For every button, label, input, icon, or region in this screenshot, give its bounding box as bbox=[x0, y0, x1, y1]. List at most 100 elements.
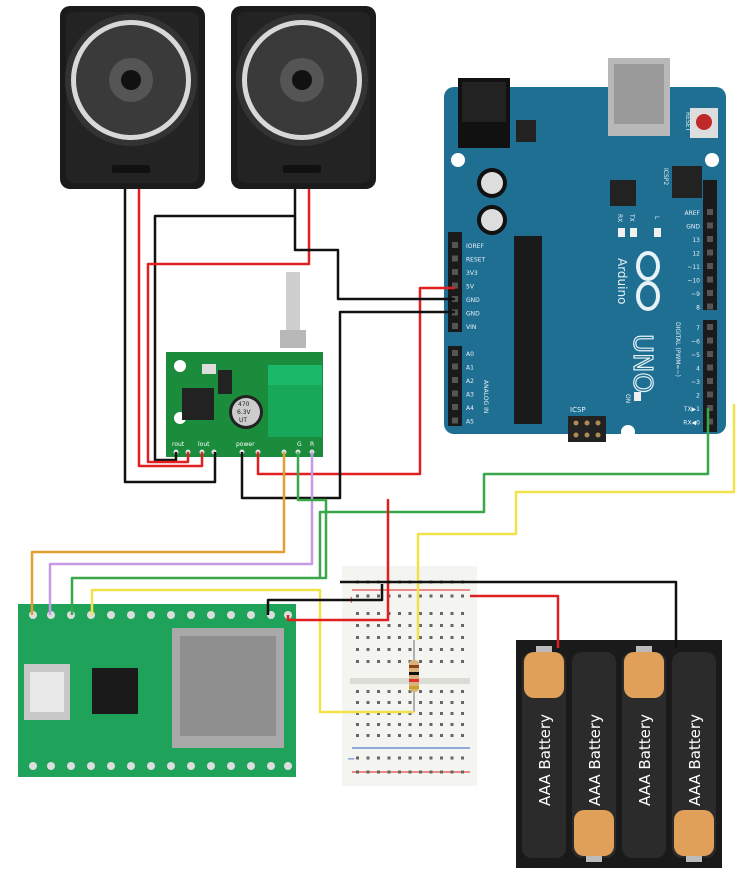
breadboard-hole[interactable] bbox=[440, 756, 443, 760]
breadboard-hole[interactable] bbox=[461, 723, 464, 726]
breadboard-hole[interactable] bbox=[356, 723, 359, 726]
breadboard-hole[interactable] bbox=[377, 624, 380, 627]
breadboard-hole[interactable] bbox=[366, 648, 370, 651]
analog-pin-hole[interactable] bbox=[452, 377, 458, 383]
breadboard-hole[interactable] bbox=[366, 594, 370, 598]
breadboard-hole[interactable] bbox=[429, 636, 433, 639]
digital-pin-hole[interactable] bbox=[707, 405, 713, 411]
breadboard-hole[interactable] bbox=[398, 636, 401, 639]
breadboard-hole[interactable] bbox=[387, 648, 391, 651]
breadboard-hole[interactable] bbox=[387, 712, 391, 715]
breadboard-hole[interactable] bbox=[461, 712, 464, 715]
power-pin-hole[interactable] bbox=[452, 323, 458, 329]
digital-pin-hole[interactable] bbox=[707, 324, 713, 330]
breadboard-hole[interactable] bbox=[429, 594, 433, 598]
breadboard-hole[interactable] bbox=[377, 612, 380, 615]
breadboard-hole[interactable] bbox=[408, 756, 412, 760]
breadboard-hole[interactable] bbox=[429, 612, 433, 615]
breadboard-hole[interactable] bbox=[356, 636, 359, 639]
breadboard-hole[interactable] bbox=[461, 690, 464, 693]
breadboard-hole[interactable] bbox=[387, 756, 391, 760]
breadboard-hole[interactable] bbox=[356, 712, 359, 715]
breadboard-hole[interactable] bbox=[366, 636, 370, 639]
breadboard-hole[interactable] bbox=[356, 756, 359, 760]
breadboard-hole[interactable] bbox=[450, 594, 454, 598]
analog-pin-hole[interactable] bbox=[452, 350, 458, 356]
breadboard-hole[interactable] bbox=[450, 734, 454, 737]
breadboard-hole[interactable] bbox=[366, 612, 370, 615]
breadboard-hole[interactable] bbox=[429, 701, 433, 704]
power-pin-hole[interactable] bbox=[452, 242, 458, 248]
digital-pin-hole[interactable] bbox=[707, 418, 713, 425]
breadboard-hole[interactable] bbox=[419, 690, 422, 693]
digital-pin-hole[interactable] bbox=[707, 391, 713, 398]
breadboard-hole[interactable] bbox=[450, 701, 454, 704]
breadboard-hole[interactable] bbox=[387, 660, 391, 663]
breadboard-hole[interactable] bbox=[440, 770, 443, 774]
breadboard-hole[interactable] bbox=[387, 723, 391, 726]
breadboard-hole[interactable] bbox=[356, 660, 359, 663]
breadboard-hole[interactable] bbox=[429, 723, 433, 726]
breadboard-hole[interactable] bbox=[450, 624, 454, 627]
analog-pin-hole[interactable] bbox=[452, 363, 458, 370]
breadboard-hole[interactable] bbox=[356, 770, 359, 774]
breadboard-hole[interactable] bbox=[377, 723, 380, 726]
breadboard-hole[interactable] bbox=[387, 701, 391, 704]
breadboard-hole[interactable] bbox=[356, 594, 359, 598]
digital-pin-hole[interactable] bbox=[707, 290, 713, 296]
breadboard-hole[interactable] bbox=[429, 712, 433, 715]
breadboard-hole[interactable] bbox=[387, 624, 391, 627]
breadboard-hole[interactable] bbox=[419, 723, 422, 726]
breadboard-hole[interactable] bbox=[450, 712, 454, 715]
breadboard-hole[interactable] bbox=[408, 624, 412, 627]
breadboard-hole[interactable] bbox=[408, 594, 412, 598]
breadboard-hole[interactable] bbox=[440, 594, 443, 598]
breadboard-hole[interactable] bbox=[366, 770, 370, 774]
breadboard-hole[interactable] bbox=[377, 660, 380, 663]
breadboard-hole[interactable] bbox=[408, 648, 412, 651]
breadboard-hole[interactable] bbox=[450, 723, 454, 726]
digital-pin-hole[interactable] bbox=[707, 222, 713, 229]
breadboard-hole[interactable] bbox=[419, 648, 422, 651]
breadboard-hole[interactable] bbox=[429, 690, 433, 693]
breadboard-hole[interactable] bbox=[419, 636, 422, 639]
breadboard-hole[interactable] bbox=[461, 701, 464, 704]
breadboard-hole[interactable] bbox=[461, 734, 464, 737]
breadboard-hole[interactable] bbox=[419, 756, 422, 760]
breadboard-hole[interactable] bbox=[366, 701, 370, 704]
breadboard-hole[interactable] bbox=[440, 701, 443, 704]
breadboard-hole[interactable] bbox=[408, 612, 412, 615]
breadboard-hole[interactable] bbox=[398, 594, 401, 598]
breadboard-hole[interactable] bbox=[461, 636, 464, 639]
breadboard-hole[interactable] bbox=[377, 756, 380, 760]
breadboard-hole[interactable] bbox=[408, 723, 412, 726]
breadboard-hole[interactable] bbox=[429, 660, 433, 663]
breadboard-hole[interactable] bbox=[461, 756, 464, 760]
digital-pin-hole[interactable] bbox=[707, 351, 713, 357]
digital-pin-hole[interactable] bbox=[707, 249, 713, 256]
breadboard-hole[interactable] bbox=[450, 690, 454, 693]
breadboard-hole[interactable] bbox=[408, 712, 412, 715]
breadboard-hole[interactable] bbox=[419, 612, 422, 615]
breadboard-hole[interactable] bbox=[377, 701, 380, 704]
breadboard-hole[interactable] bbox=[366, 690, 370, 693]
power-pin-hole[interactable] bbox=[452, 282, 458, 289]
breadboard-hole[interactable] bbox=[419, 770, 422, 774]
breadboard-hole[interactable] bbox=[398, 723, 401, 726]
breadboard-hole[interactable] bbox=[440, 612, 443, 615]
digital-pin-hole[interactable] bbox=[707, 209, 713, 215]
breadboard-hole[interactable] bbox=[398, 756, 401, 760]
breadboard-hole[interactable] bbox=[419, 660, 422, 663]
breadboard-hole[interactable] bbox=[377, 648, 380, 651]
breadboard-hole[interactable] bbox=[450, 770, 454, 774]
breadboard-hole[interactable] bbox=[419, 594, 422, 598]
breadboard-hole[interactable] bbox=[366, 756, 370, 760]
breadboard-hole[interactable] bbox=[356, 624, 359, 627]
breadboard-hole[interactable] bbox=[366, 723, 370, 726]
breadboard-hole[interactable] bbox=[356, 701, 359, 704]
digital-pin-hole[interactable] bbox=[707, 337, 713, 344]
breadboard-hole[interactable] bbox=[408, 701, 412, 704]
power-pin-hole[interactable] bbox=[452, 255, 458, 262]
breadboard-hole[interactable] bbox=[387, 734, 391, 737]
breadboard-hole[interactable] bbox=[398, 690, 401, 693]
